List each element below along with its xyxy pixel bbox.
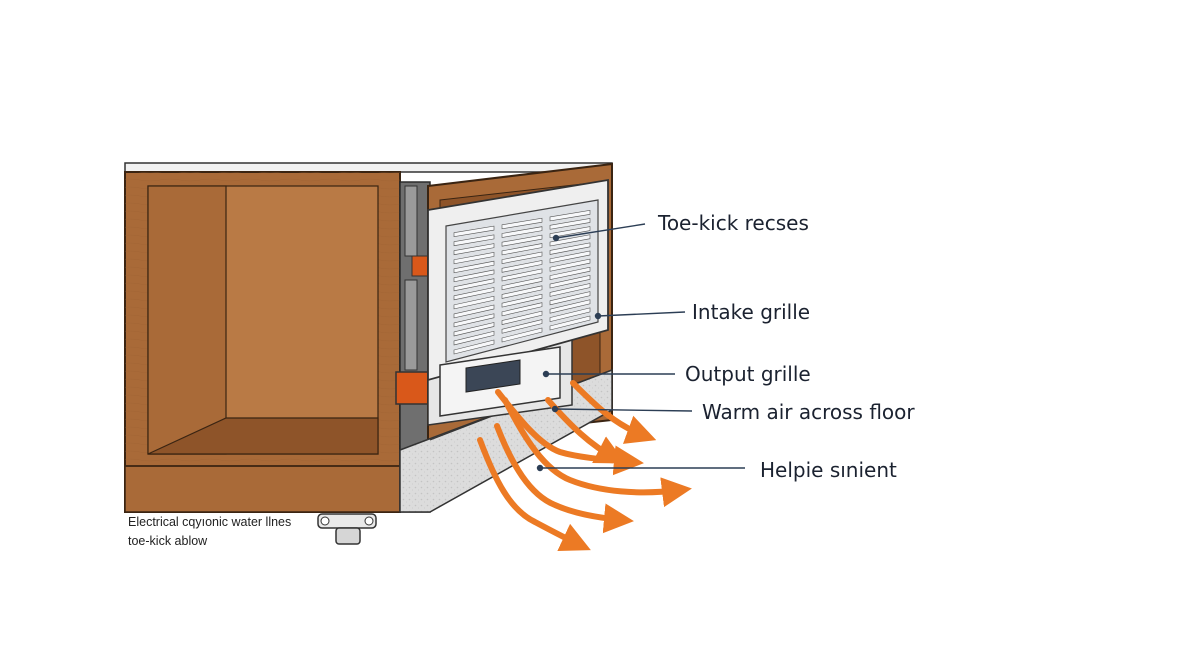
grille-slot <box>453 322 495 337</box>
grille-slot <box>549 242 591 255</box>
grille-slot <box>453 339 495 355</box>
label-intake-grille: Intake grille <box>692 300 811 324</box>
grille-slot <box>501 302 543 317</box>
pipe-fitting-icon <box>317 513 377 545</box>
grille-slot <box>501 327 543 343</box>
intake-grille <box>427 178 609 382</box>
label-warm-air: Warm air across floor <box>702 400 915 424</box>
cabinet-frame <box>124 171 401 513</box>
grille-slot <box>453 234 495 247</box>
orange-junction-block <box>395 371 429 405</box>
grille-slot <box>501 319 543 334</box>
grille-slot <box>453 243 495 256</box>
grille-slot <box>453 269 495 283</box>
grille-slot <box>549 226 591 239</box>
countertop <box>124 162 613 173</box>
grille-slot <box>549 274 591 289</box>
label-toe-kick-recess: Toe-kick recses <box>658 211 809 235</box>
grille-slot <box>501 260 543 273</box>
label-hydronic-element: Helpie sınient <box>760 458 897 482</box>
grille-slot <box>501 226 543 238</box>
label-output-grille: Output grille <box>685 362 811 386</box>
grille-slot <box>549 291 591 306</box>
grille-slot <box>549 307 591 322</box>
grille-slot <box>501 243 543 256</box>
grille-slot <box>453 313 495 328</box>
grille-slot <box>453 287 495 301</box>
grille-slot <box>501 310 543 325</box>
output-grille <box>439 346 561 417</box>
warm-air-arrow-icon <box>477 437 591 551</box>
grille-slot <box>501 293 543 308</box>
grille-slot <box>501 217 543 230</box>
grille-slot <box>549 250 591 264</box>
grille-slot <box>549 266 591 281</box>
grille-slot <box>453 252 495 265</box>
warm-air-arrows <box>477 380 692 551</box>
warm-air-arrow-icon <box>570 380 657 444</box>
note-electrical: Electrical cqyıonic water llnes <box>128 515 292 529</box>
grille-slot <box>549 258 591 272</box>
grille-slot <box>549 315 591 331</box>
grille-slot <box>501 276 543 291</box>
warm-air-arrow-icon <box>502 397 692 508</box>
grille-slot <box>453 278 495 292</box>
leader-lines <box>536 223 745 472</box>
grille-slot <box>453 260 495 274</box>
grille-slot <box>549 209 591 222</box>
grille-slot <box>549 283 591 297</box>
grille-slot <box>501 251 543 264</box>
grille-slot <box>501 268 543 282</box>
warm-air-arrow-icon <box>494 423 634 534</box>
grille-slot <box>549 234 591 247</box>
grille-slot <box>549 218 591 230</box>
grille-slot <box>453 295 495 310</box>
grille-slot <box>501 234 543 247</box>
grille-slot <box>501 285 543 299</box>
grille-slot <box>453 225 495 238</box>
grille-slot <box>549 299 591 314</box>
grille-slot <box>453 330 495 346</box>
grille-slots <box>453 209 591 355</box>
grille-slot <box>453 304 495 319</box>
note-toe-kick: toe-kick ablow <box>128 534 208 548</box>
